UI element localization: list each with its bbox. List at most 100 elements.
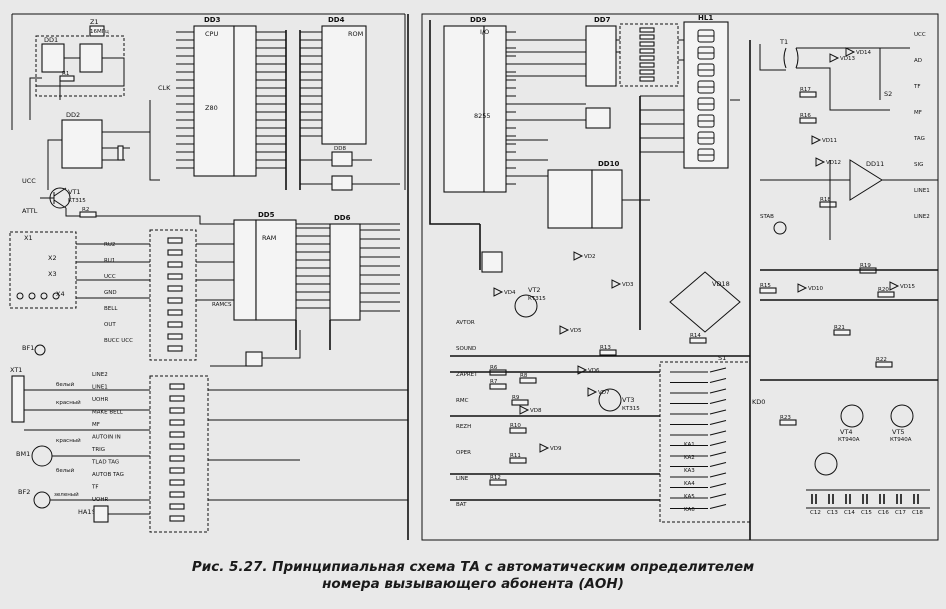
resistor [599, 349, 617, 356]
resistor-label: R6 [490, 365, 498, 371]
resistor-label: R15 [760, 283, 771, 289]
right-signal-label: LINE2 [914, 214, 930, 220]
cpu-left-pins [176, 31, 194, 169]
caption-line-1: Рис. 5.27. Принципиальная схема ТА с авт… [191, 559, 755, 575]
vt2-part: КТ315 [528, 296, 546, 302]
left-signal-label: BELL [104, 306, 118, 312]
kd0-label: KD0 [752, 398, 765, 406]
dd2-chip [61, 119, 103, 169]
cpu-chip-dd3 [193, 25, 235, 177]
rr2-resistor [169, 467, 185, 474]
diode [573, 251, 584, 261]
dd1-chip [41, 43, 65, 73]
diode [611, 279, 622, 289]
dd8-gate [331, 151, 353, 167]
rr2-resistor [169, 455, 185, 462]
rr1-resistor [167, 261, 183, 268]
right-signal-label: OPER [456, 450, 471, 456]
vt3-label: VT3 [622, 396, 635, 404]
rr3-rows [639, 27, 655, 82]
wire-green: зеленый [54, 491, 79, 498]
key-contact [709, 378, 727, 383]
keypad-label: KA1 [684, 442, 695, 448]
dd8-gate-b [331, 175, 353, 191]
dd6-ref: DD6 [334, 214, 351, 222]
resistor [489, 383, 507, 390]
rom-pins [300, 31, 322, 137]
t1-label: T1 [779, 38, 788, 46]
resistor-label: R19 [860, 263, 871, 269]
diode-label: VD6 [588, 368, 600, 374]
resistor-label: R8 [520, 373, 528, 379]
right-signal-label: ZAPRET [456, 372, 478, 378]
cpu-pin-column [233, 25, 257, 177]
resistor-r1 [59, 75, 75, 82]
key-contact [709, 409, 727, 415]
x1-pin [16, 292, 24, 300]
hl1-ref: HL1 [698, 14, 713, 22]
right-signal-label: LINE1 [914, 188, 930, 194]
hl1-digits [697, 29, 715, 162]
transistor-vt5 [890, 404, 914, 428]
right-signal-label: TF [913, 84, 921, 90]
connector-x2-label: X2 [48, 254, 57, 262]
ram-cs-label: RAMCS [212, 302, 232, 308]
rr2-resistor [169, 479, 185, 486]
vt4-part: КТ940А [838, 437, 860, 443]
figure-caption: Рис. 5.27. Принципиальная схема ТА с авт… [0, 559, 946, 593]
keypad-label: KA4 [684, 481, 695, 487]
ram-pins [296, 227, 330, 309]
dd6-chip [329, 223, 361, 321]
rr1-resistor [167, 237, 183, 244]
ram-chip-dd5 [233, 219, 257, 321]
wire-white-1: белый [56, 381, 75, 388]
left-signal-label: TLAD TAG [91, 460, 119, 466]
rr2-resistor [169, 515, 185, 522]
transistor-vt2 [514, 294, 538, 318]
rr3-resistor [639, 48, 655, 54]
dd7-ref: DD7 [594, 16, 611, 24]
rr2-resistor [169, 491, 185, 498]
left-signal-label: RU2 [104, 242, 115, 248]
diode-label: VD9 [550, 446, 562, 452]
key-contact [709, 441, 727, 446]
rr1-resistor [167, 285, 183, 292]
vd18-label: VD18 [712, 280, 730, 288]
rom-chip-dd4 [321, 25, 367, 145]
resistor-label: R9 [512, 395, 520, 401]
dd2-label: DD2 [66, 111, 80, 119]
resistor-label: R10 [510, 423, 521, 429]
rr1-resistor [167, 345, 183, 352]
resistor [511, 399, 529, 406]
dd1-label: DD1 [44, 36, 58, 44]
diode-label: VD10 [808, 286, 823, 292]
resistor [689, 337, 707, 344]
key-contact [709, 493, 727, 499]
hl1-display [683, 21, 729, 169]
dd8-label: DD8 [334, 146, 346, 152]
bf2-speaker [33, 491, 51, 509]
z1-label: Z1 [90, 18, 99, 26]
left-signal-label: BUCC UCC [104, 338, 133, 344]
resistor-label: R7 [490, 379, 498, 385]
bf1-earpiece [34, 344, 46, 356]
ha1-label: HA1 [78, 508, 91, 516]
rr2-resistor [169, 419, 185, 426]
diode [815, 157, 826, 167]
ucc-left: UCC [22, 177, 36, 185]
rom-name: ROM [348, 30, 363, 38]
ppi-pins [506, 31, 516, 185]
diode [811, 135, 822, 145]
rr3-resistor [639, 76, 655, 82]
diode-label: VD8 [530, 408, 542, 414]
diode-label: VD7 [598, 390, 610, 396]
dd7-chip [585, 25, 617, 87]
rr3-resistor [639, 41, 655, 47]
x1-pin [40, 292, 48, 300]
resistor [489, 479, 507, 486]
resistor [877, 291, 895, 298]
